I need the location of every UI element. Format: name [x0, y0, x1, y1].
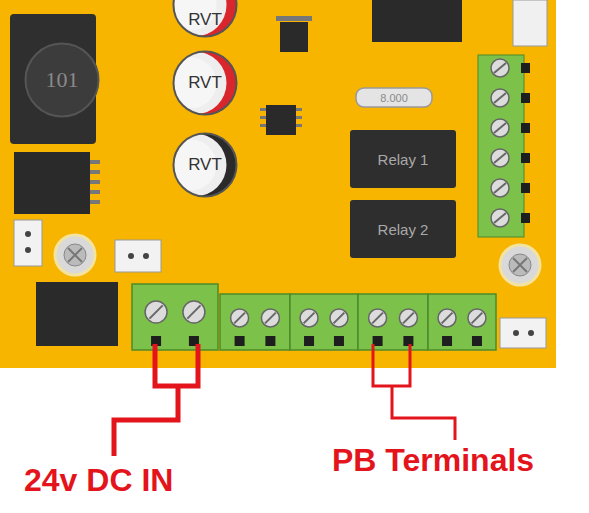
pin-header — [500, 318, 546, 348]
screw-terminal — [220, 294, 290, 350]
screw-terminal — [428, 294, 496, 350]
component-marking: 8.000 — [380, 92, 408, 104]
screw-terminal — [290, 294, 358, 350]
white-connector — [513, 0, 547, 46]
electrolytic-capacitor: RVT — [172, 50, 238, 116]
regulator-body — [14, 152, 90, 214]
callout-label: 24v DC IN — [24, 462, 173, 499]
crystal-oscillator: 8.000 — [355, 87, 433, 108]
regulator-pins — [90, 160, 100, 204]
terminal-block — [478, 55, 524, 237]
screw-terminal — [358, 294, 428, 350]
microcontroller — [372, 0, 462, 42]
leader-line — [373, 344, 455, 440]
mounting-hole — [500, 245, 540, 285]
small-ic — [266, 105, 296, 135]
mounting-hole — [55, 235, 95, 275]
leader-line — [114, 344, 198, 456]
component-marking: 101 — [46, 67, 79, 93]
pcb-board — [0, 0, 556, 368]
pin-header — [14, 220, 42, 266]
power-inductor: 101 — [24, 42, 100, 118]
electrolytic-capacitor: RVT — [172, 0, 238, 38]
callout-label: PB Terminals — [332, 442, 534, 479]
small-ic — [280, 22, 308, 52]
pin-header — [115, 240, 161, 272]
component-marking: Relay 2 — [378, 221, 429, 238]
component-marking: RVT — [188, 73, 222, 93]
screw-terminal — [132, 284, 218, 350]
relay: Relay 1 — [350, 130, 456, 188]
electrolytic-capacitor: RVT — [172, 132, 238, 198]
bridge-rectifier — [36, 282, 118, 346]
relay: Relay 2 — [350, 200, 456, 258]
component-marking: RVT — [188, 10, 222, 30]
component-marking: Relay 1 — [378, 151, 429, 168]
component-marking: RVT — [188, 155, 222, 175]
